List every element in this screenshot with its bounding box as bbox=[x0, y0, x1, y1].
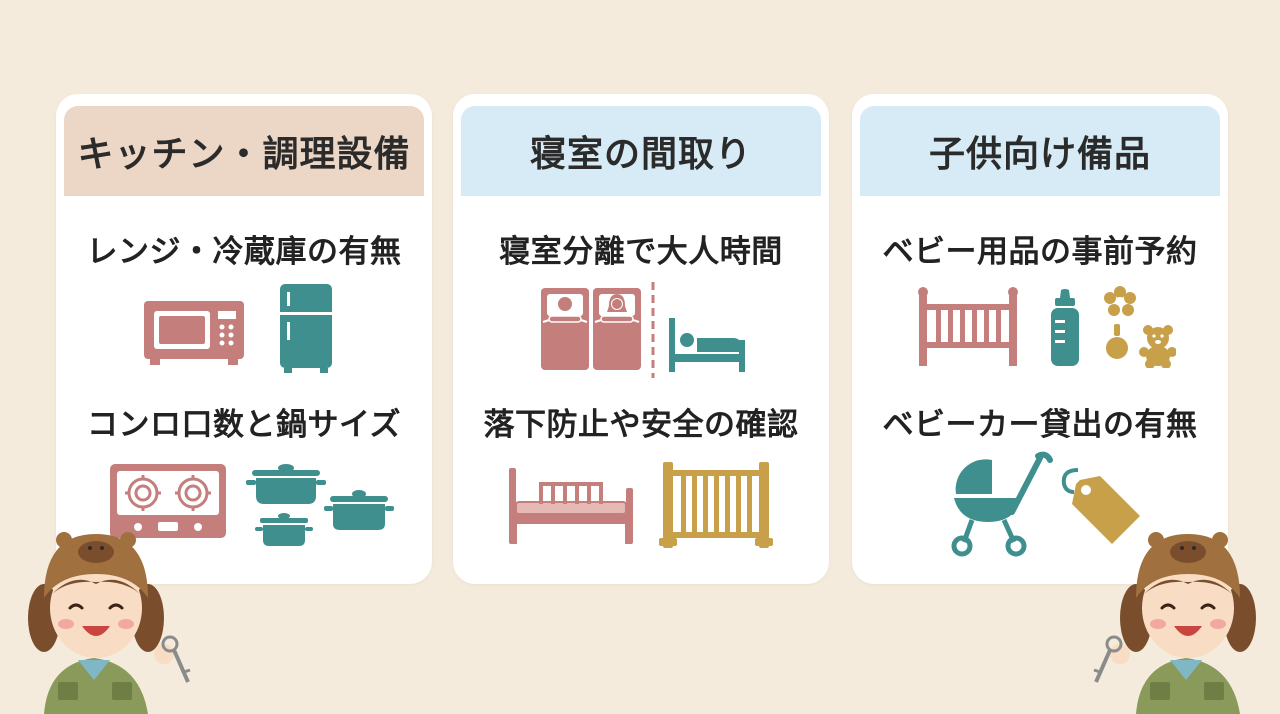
item-fall-safety: 落下防止や安全の確認 bbox=[483, 407, 799, 443]
item-stroller-rental: ベビーカー貸出の有無 bbox=[882, 407, 1198, 443]
baby-bottle-icon bbox=[1051, 289, 1079, 366]
microwave-icon bbox=[144, 301, 244, 365]
card-kitchen: キッチン・調理設備 レンジ・冷蔵庫の有無 コンロ口数と鍋サイズ bbox=[56, 94, 432, 584]
toys-icon bbox=[1104, 286, 1176, 368]
card-kids: 子供向け備品 ベビー用品の事前予約 bbox=[852, 94, 1228, 584]
mascot-girl-right bbox=[1093, 532, 1256, 714]
card-bedroom: 寝室の間取り 寝室分離で大人時間 落下防止や安全の確認 bbox=[453, 94, 829, 584]
adult-bed-icon bbox=[669, 318, 745, 372]
stove-icon bbox=[110, 464, 226, 538]
card-title-kitchen: キッチン・調理設備 bbox=[64, 106, 424, 196]
rental-tag-icon bbox=[1061, 468, 1140, 544]
pots-icon bbox=[246, 464, 394, 546]
bed-rail-icon bbox=[509, 468, 633, 544]
item-baby-goods: ベビー用品の事前予約 bbox=[882, 234, 1198, 270]
refrigerator-icon bbox=[280, 284, 332, 373]
item-bedroom-separation: 寝室分離で大人時間 bbox=[499, 234, 783, 270]
item-stove-pots: コンロ口数と鍋サイズ bbox=[86, 407, 402, 443]
crib-icon bbox=[918, 287, 1018, 366]
twin-beds-icon bbox=[541, 288, 641, 370]
card-title-bedroom: 寝室の間取り bbox=[461, 106, 821, 196]
mascot-girl-left bbox=[28, 532, 191, 714]
room-divider-line bbox=[651, 282, 655, 378]
safety-gate-icon bbox=[659, 462, 773, 548]
item-microwave-fridge: レンジ・冷蔵庫の有無 bbox=[86, 234, 402, 270]
stroller-icon bbox=[951, 451, 1053, 557]
card-title-kids: 子供向け備品 bbox=[860, 106, 1220, 196]
